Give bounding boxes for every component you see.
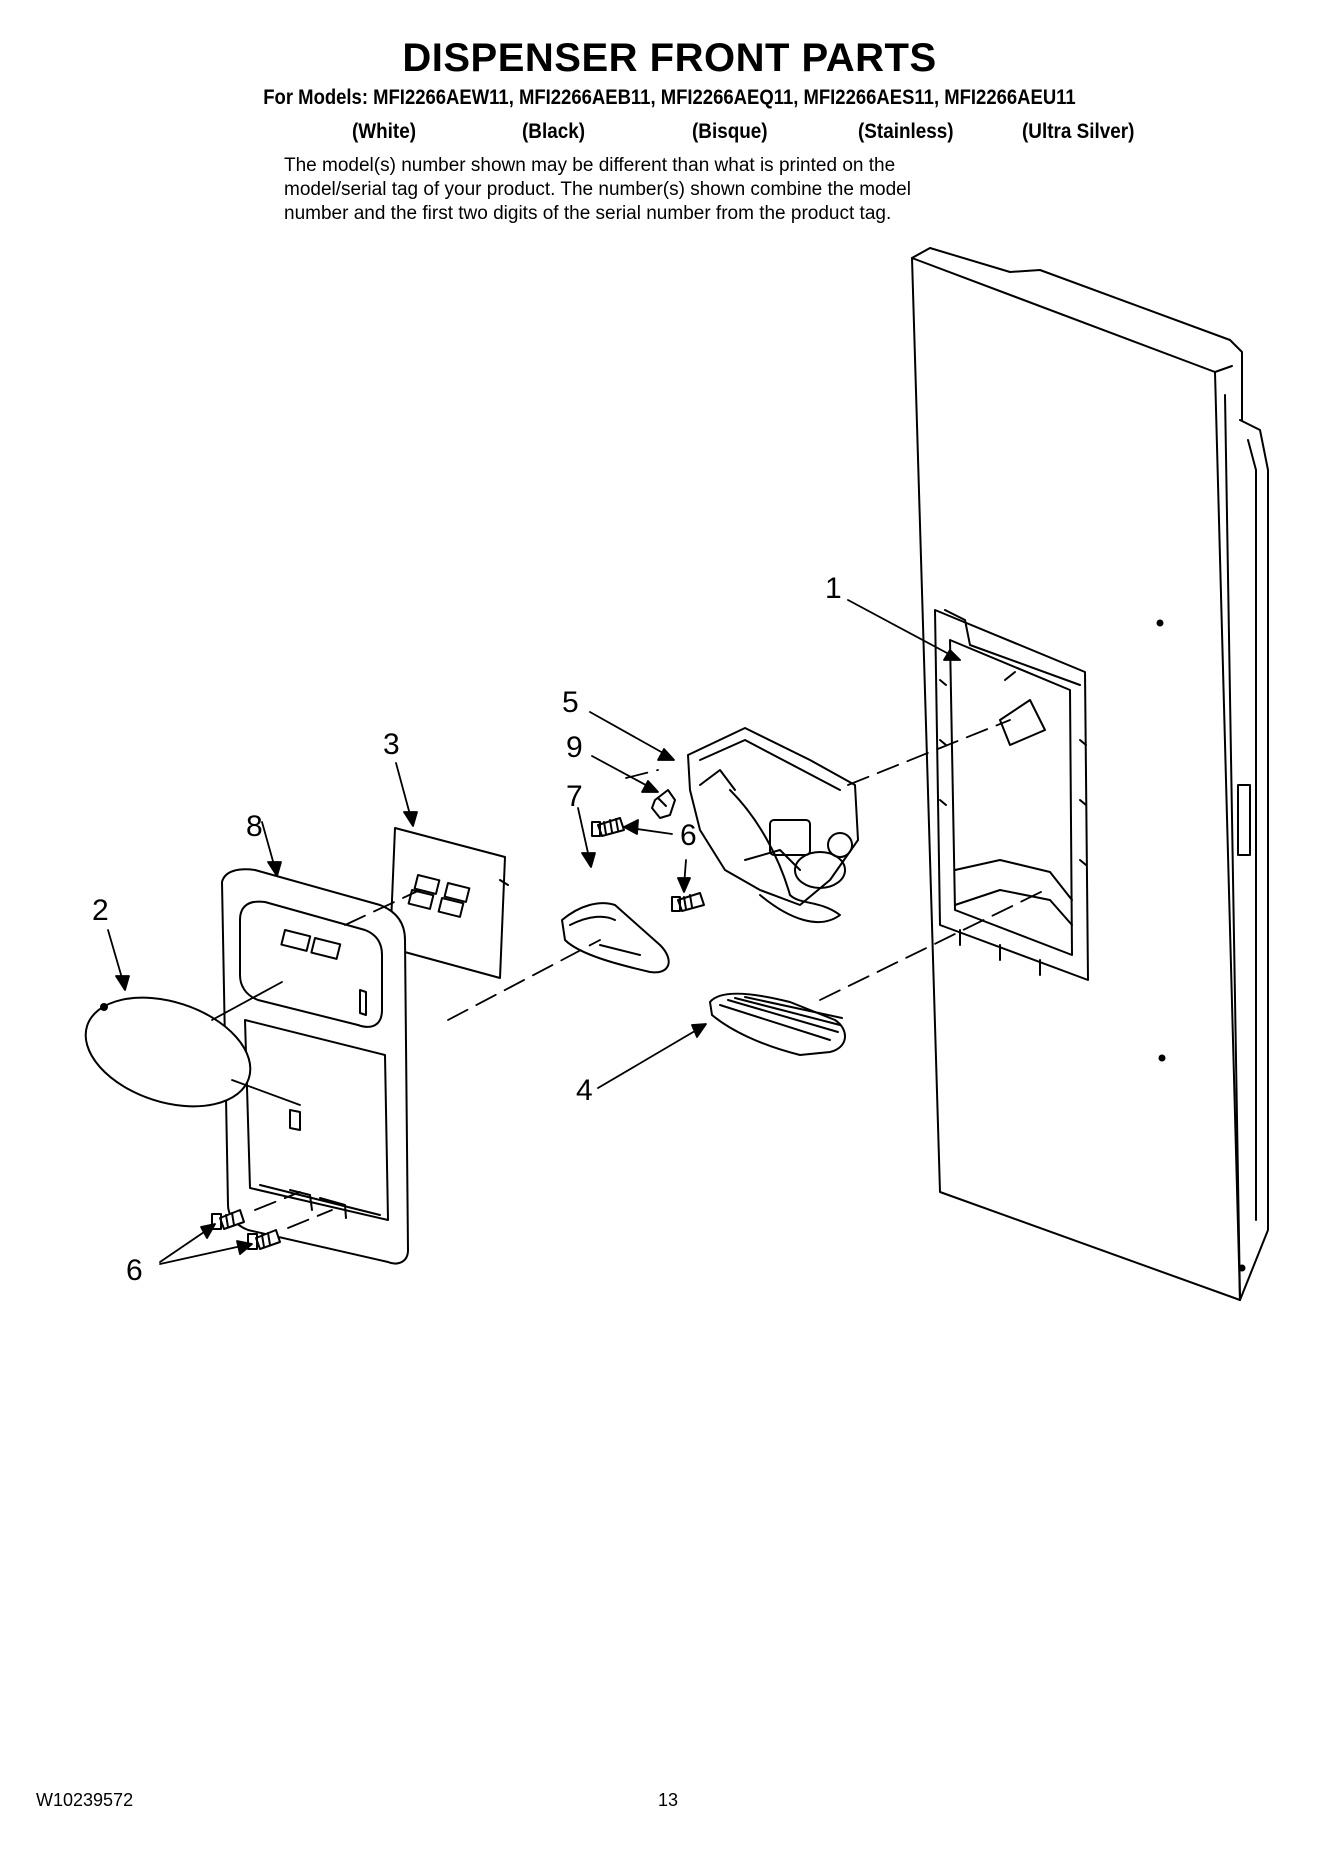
color-bisque: (Bisque) — [692, 120, 768, 143]
part-6-screw-lower — [671, 892, 705, 912]
assembly-dash-lines — [254, 719, 1046, 1229]
callout-7: 7 — [566, 780, 583, 813]
part-9-clip — [651, 789, 676, 819]
callout-6-lower: 6 — [126, 1254, 143, 1287]
overlay-leader-lines — [211, 981, 301, 1106]
callout-5: 5 — [562, 686, 579, 719]
note-line: model/serial tag of your product. The nu… — [284, 179, 911, 200]
callout-2: 2 — [92, 894, 109, 927]
part-6-screw-bottom-2 — [247, 1229, 281, 1250]
part-3-control-board — [389, 827, 509, 979]
callout-4: 4 — [576, 1074, 593, 1107]
models-line: For Models: MFI2266AEW11, MFI2266AEB11, … — [263, 86, 1076, 109]
part-7-lever — [561, 902, 670, 974]
callout-8: 8 — [246, 810, 263, 843]
part-1-dispenser-housing — [934, 609, 1089, 981]
color-ultra-silver: (Ultra Silver) — [1022, 120, 1135, 143]
page-title: DISPENSER FRONT PARTS — [402, 36, 937, 80]
part-8-dispenser-front — [221, 868, 409, 1265]
part-4-drip-tray — [709, 992, 846, 1056]
color-white: (White) — [352, 120, 417, 143]
part-5-actuator-assembly — [687, 727, 859, 924]
callout-3: 3 — [383, 728, 400, 761]
model-note: The model(s) number shown may be differe… — [284, 154, 1104, 226]
color-stainless: (Stainless) — [858, 120, 954, 143]
callout-6-upper: 6 — [680, 819, 697, 852]
document-number: W10239572 — [36, 1790, 134, 1810]
color-black: (Black) — [522, 120, 586, 143]
part-6-screw-bottom-1 — [211, 1209, 245, 1230]
part-2-overlay — [84, 996, 252, 1108]
callout-arrows — [107, 599, 961, 1265]
note-line: number and the first two digits of the s… — [284, 203, 892, 224]
callout-9: 9 — [566, 731, 583, 764]
part-6-screw-upper — [591, 817, 625, 837]
note-line: The model(s) number shown may be differe… — [284, 155, 896, 176]
callout-1: 1 — [825, 572, 842, 605]
page-number: 13 — [658, 1790, 679, 1810]
